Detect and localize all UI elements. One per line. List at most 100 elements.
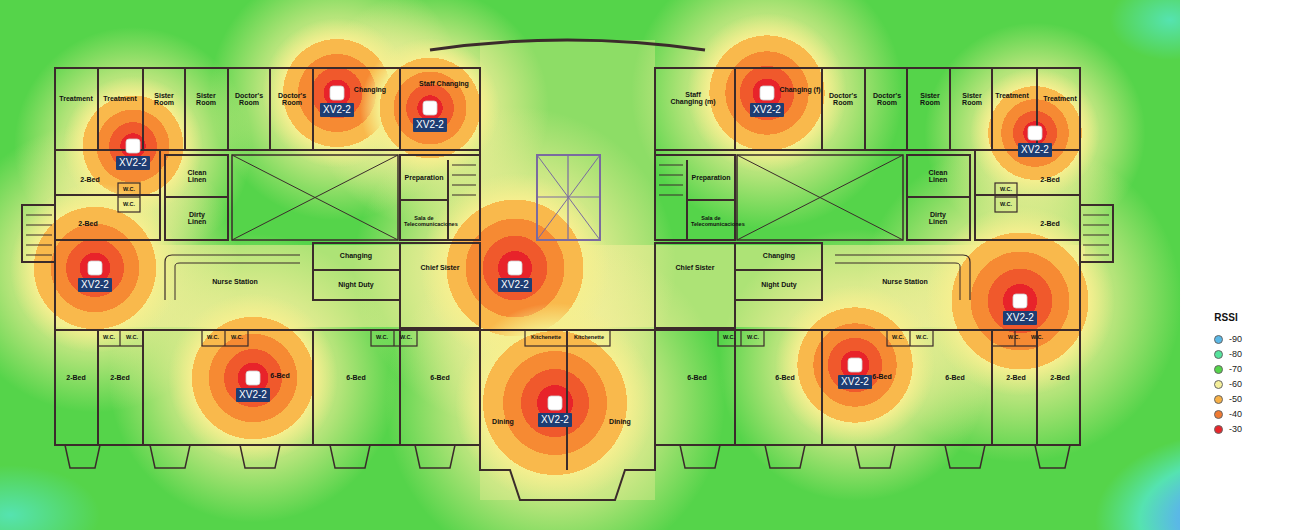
legend-swatch [1214,365,1223,374]
access-point-badge: XV2-2 [750,103,784,117]
room-name: Night Duty [338,281,373,288]
room-name: Doctor's Room [231,92,267,107]
legend-entry: -90 [1214,334,1242,344]
legend-entry: -80 [1214,349,1242,359]
room-name: W.C. [1000,202,1012,208]
access-point-badge: XV2-2 [78,278,112,292]
signal-heat [455,303,655,503]
room-name: Sister Room [957,92,987,107]
room-name: 2-Bed [80,176,99,183]
room-name: Sister Room [149,92,179,107]
access-point-name: XV2-2 [236,389,270,401]
legend-value: -50 [1229,394,1242,404]
legend-swatch [1214,395,1223,404]
access-point-icon [246,371,260,385]
access-point-icon [423,101,437,115]
room-name: Doctor's Room [869,92,905,107]
room-name: 2-Bed [1050,374,1069,381]
room-name: Chief Sister [421,264,460,271]
legend-value: -80 [1229,349,1242,359]
access-point-name: XV2-2 [538,414,572,426]
room-name: Clean Linen [924,169,952,184]
room-name: W.C. [400,335,412,341]
room-name: Preparation [405,174,444,181]
room-name: Changing [340,252,372,259]
access-point-name: XV2-2 [1018,144,1052,156]
access-point-name: XV2-2 [1003,312,1037,324]
room-name: W.C. [231,335,243,341]
legend-swatch [1214,350,1223,359]
access-point-badge: XV2-2 [1018,143,1052,157]
room-name: Dining [609,418,631,425]
room-name: W.C. [1008,335,1020,341]
room-name: 6-Bed [872,373,891,380]
room-name: Sala de Telecomunicaciones [691,216,731,228]
room-name: Dining [492,418,514,425]
room-name: 6-Bed [945,374,964,381]
legend-entry: -30 [1214,424,1242,434]
legend-swatch [1214,380,1223,389]
legend-value: -40 [1229,409,1242,419]
room-name: 6-Bed [346,374,365,381]
legend-swatch [1214,335,1223,344]
room-name: Clean Linen [183,169,211,184]
room-name: Doctor's Room [274,92,310,107]
legend-value: -90 [1229,334,1242,344]
access-point-name: XV2-2 [116,157,150,169]
room-name: W.C. [1000,187,1012,193]
room-name: 2-Bed [110,374,129,381]
room-name: W.C. [207,335,219,341]
room-name: Treatment [103,95,136,102]
room-name: W.C. [123,187,135,193]
access-point-icon [88,261,102,275]
room-name: 2-Bed [1040,220,1059,227]
legend-entry: -70 [1214,364,1242,374]
access-point-icon [1028,126,1042,140]
legend-title: RSSI [1214,313,1237,324]
room-name: 2-Bed [78,220,97,227]
room-name: Dirty Linen [183,211,211,226]
room-name: Doctor's Room [825,92,861,107]
room-name: W.C. [1031,335,1043,341]
room-name: Kitchenette [531,335,561,341]
access-point-name: XV2-2 [413,119,447,131]
access-point-icon [848,358,862,372]
access-point-name: XV2-2 [320,104,354,116]
room-name: Night Duty [761,281,796,288]
access-point-name: XV2-2 [838,376,872,388]
room-name: W.C. [916,335,928,341]
access-point-badge: XV2-2 [838,375,872,389]
room-name: W.C. [723,335,735,341]
room-name: Changing [763,252,795,259]
room-name: Chief Sister [676,264,715,271]
room-name: Nurse Station [882,278,928,285]
room-name: Sister Room [191,92,221,107]
room-name: W.C. [376,335,388,341]
access-point-badge: XV2-2 [538,413,572,427]
legend-entry: -40 [1214,409,1242,419]
access-point-name: XV2-2 [750,104,784,116]
room-name: Preparation [692,174,731,181]
room-name: Treatment [1043,95,1076,102]
room-name: Changing (f) [779,86,820,93]
legend-value: -30 [1229,424,1242,434]
room-name: W.C. [126,335,138,341]
access-point-icon [508,261,522,275]
access-point-icon [126,139,140,153]
legend-entry: -50 [1214,394,1242,404]
legend-swatch [1214,410,1223,419]
signal-heat [10,183,180,353]
room-name: 6-Bed [775,374,794,381]
room-name: W.C. [103,335,115,341]
room-name: Dirty Linen [924,211,952,226]
room-name: Kitchenette [574,335,604,341]
room-name: Sala de Telecomunicaciones [404,216,444,228]
access-point-badge: XV2-2 [320,103,354,117]
legend-value: -60 [1229,379,1242,389]
access-point-name: XV2-2 [498,279,532,291]
room-name: Treatment [995,92,1028,99]
room-name: 2-Bed [1006,374,1025,381]
access-point-badge: XV2-2 [498,278,532,292]
